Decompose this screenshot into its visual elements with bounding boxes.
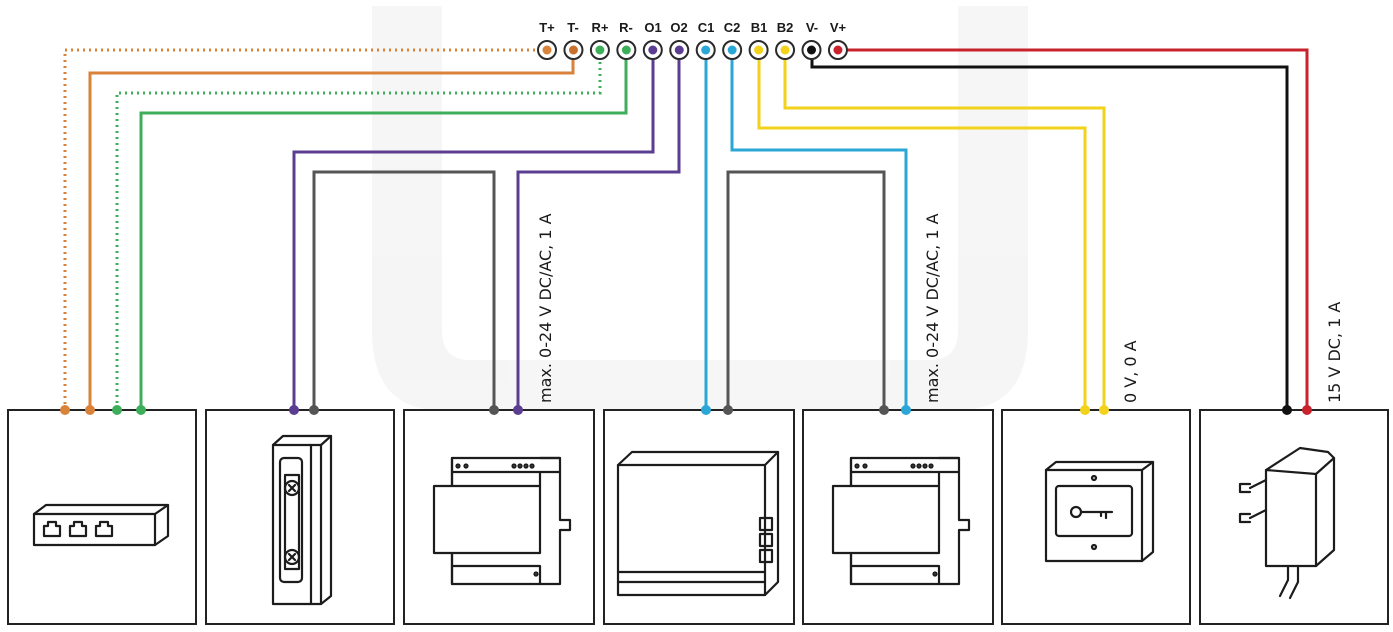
intercom-unit-icon [616,450,780,597]
dot-c2 [901,405,911,415]
watermark [372,6,1028,410]
dot-o2 [513,405,523,415]
dot-v-plus [1302,405,1312,415]
din-module-icon-2 [831,456,971,586]
terminal-label-v-minus: V- [806,20,818,35]
dot-r-minus [136,405,146,415]
terminals [537,40,848,60]
rating-label-supply: 15 V DC, 1 A [1325,302,1344,403]
wire-t-plus [63,48,547,410]
terminal-label-r-minus: R- [619,20,633,35]
terminal-label-t-plus: T+ [539,20,555,35]
dot-b2 [1099,405,1109,415]
rating-label-button: 0 V, 0 A [1121,340,1140,403]
terminal-label-r-plus: R+ [592,20,609,35]
terminal-label-b2: B2 [777,20,794,35]
terminal-v_plus-dot [833,45,843,55]
connection-dots [60,405,1312,415]
wire-r-minus [139,50,628,410]
terminal-label-t-minus: T- [567,20,579,35]
wire-strike-return [312,170,496,410]
wire-module2-return [726,170,886,410]
terminal-label-o2: O2 [670,20,687,35]
wire-t-minus [88,50,575,410]
terminal-r_plus-dot [595,45,605,55]
terminal-r_minus-dot [621,45,631,55]
power-adapter-icon [1238,446,1336,600]
terminal-c2-dot [727,45,737,55]
door-strike-icon [271,434,333,606]
terminal-label-c2: C2 [724,20,741,35]
terminal-b1-dot [754,45,764,55]
rating-label-out2: max. 0-24 V DC/AC, 1 A [923,213,942,403]
terminal-label-c1: C1 [698,20,715,35]
dot-c1 [701,405,711,415]
terminal-t_minus-dot [568,45,578,55]
dot-t-plus [60,405,70,415]
dot-b1 [1080,405,1090,415]
wire-o2 [516,50,681,410]
wire-v-plus [838,48,1309,410]
terminal-o1-dot [648,45,658,55]
dot-module1-return [489,405,499,415]
dot-intercom-return [723,405,733,415]
wire-b1 [757,50,1087,410]
exit-button-icon [1044,460,1155,563]
terminal-label-o1: O1 [644,20,661,35]
terminal-label-v-plus: V+ [830,20,847,35]
wire-b2 [783,50,1106,410]
terminal-labels: T+ T- R+ R- O1 O2 C1 C2 B1 B2 V- V+ [539,20,846,35]
wire-r-plus [115,50,602,410]
terminal-label-b1: B1 [751,20,768,35]
dot-strike-return [309,405,319,415]
terminal-v_minus-dot [807,45,816,55]
wire-o1 [292,50,655,410]
dot-r-plus [112,405,122,415]
dot-v-minus [1282,405,1292,415]
network-switch-icon [32,503,170,547]
terminal-o2-dot [674,45,684,55]
terminal-t_plus-dot [542,45,552,55]
dot-o1 [289,405,299,415]
terminal-b2-dot [780,45,790,55]
din-module-icon [432,456,572,586]
wire-c2 [730,50,908,410]
rating-label-out1: max. 0-24 V DC/AC, 1 A [536,213,555,403]
terminal-c1-dot [701,45,711,55]
dot-module2-return [879,405,889,415]
dot-t-minus [85,405,95,415]
